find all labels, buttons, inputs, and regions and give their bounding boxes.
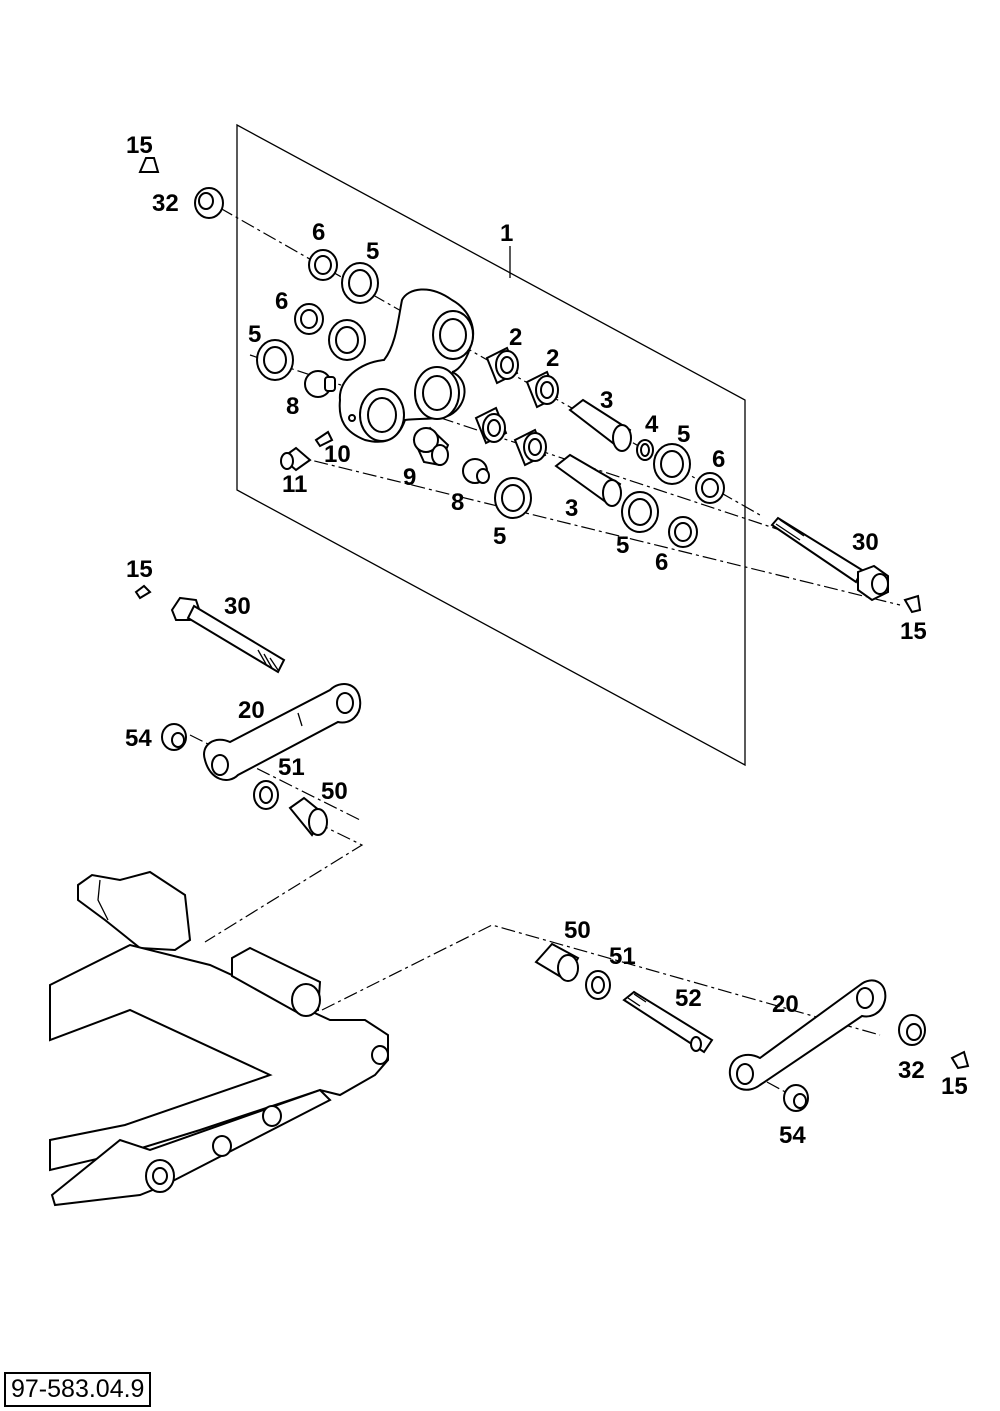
swingarm-frame: [49, 870, 389, 1207]
callout-51: 51: [278, 754, 305, 781]
part-9-bushing: [412, 426, 450, 467]
callout-11: 11: [282, 471, 307, 498]
part-5-seal: [621, 491, 659, 533]
callout-2: 2: [546, 345, 559, 372]
part-54-nut: [783, 1084, 809, 1112]
callout-8: 8: [451, 489, 464, 516]
callout-3: 3: [600, 387, 613, 414]
callout-2: 2: [509, 324, 522, 351]
callout-15: 15: [126, 132, 153, 159]
callout-5: 5: [366, 238, 379, 265]
part-1-rocker-body: [338, 288, 475, 443]
part-3-sleeve: [554, 453, 622, 507]
part-20-link: [203, 683, 362, 781]
callout-4: 4: [645, 411, 659, 438]
part-20-link: [728, 979, 887, 1091]
part-4-ring: [636, 439, 654, 461]
part-2-needle-bearing: [485, 346, 519, 385]
part-15-cap: [138, 157, 160, 173]
callout-20: 20: [238, 697, 265, 724]
part-5-seal: [653, 443, 691, 485]
callout-5: 5: [248, 321, 261, 348]
callout-51: 51: [609, 943, 636, 970]
diagram-reference-number: 97-583.04.9: [4, 1372, 152, 1407]
callout-6: 6: [275, 288, 288, 315]
callout-54: 54: [779, 1122, 806, 1149]
part-6-spacer: [695, 472, 725, 504]
part-2-needle-bearing: [513, 428, 547, 467]
callout-5: 5: [493, 523, 506, 550]
part-30-bolt: [170, 596, 286, 674]
part-11-cap: [280, 446, 312, 472]
callout-52: 52: [675, 985, 702, 1012]
part-51-ring: [585, 970, 611, 1000]
part-32-nut: [898, 1014, 926, 1046]
part-51-ring: [253, 780, 279, 810]
part-3-sleeve: [568, 398, 632, 452]
callout-3: 3: [565, 495, 578, 522]
assembly-frame: [236, 123, 746, 767]
part-15-cap: [903, 594, 922, 614]
callout-6: 6: [712, 446, 725, 473]
callout-50: 50: [564, 917, 591, 944]
part-52-bolt: [622, 990, 714, 1054]
part-8-bushing: [462, 458, 490, 484]
part-8-bushing: [304, 370, 336, 398]
part-2-needle-bearing: [474, 406, 508, 445]
callout-20: 20: [772, 991, 799, 1018]
part-5-seal: [328, 319, 366, 361]
callout-30: 30: [224, 593, 251, 620]
callout-32: 32: [152, 190, 179, 217]
callout-8: 8: [286, 393, 299, 420]
callout-15: 15: [941, 1073, 968, 1100]
callout-5: 5: [616, 532, 629, 559]
callout-5: 5: [677, 421, 690, 448]
part-15-cap: [950, 1050, 970, 1070]
callout-50: 50: [321, 778, 348, 805]
part-6-spacer: [308, 249, 338, 281]
part-32-nut: [194, 187, 224, 219]
callout-15: 15: [900, 618, 927, 645]
callout-30: 30: [852, 529, 879, 556]
callout-1: 1: [500, 220, 513, 247]
part-5-seal: [341, 262, 379, 304]
part-30-bolt: [770, 516, 889, 602]
callout-9: 9: [403, 464, 416, 491]
part-54-nut: [161, 723, 187, 751]
callout-15: 15: [126, 556, 153, 583]
part-10-grease-nipple: [314, 430, 334, 448]
callout-6: 6: [312, 219, 325, 246]
part-6-spacer: [668, 516, 698, 548]
part-5-seal: [494, 477, 532, 519]
part-50-bushing: [534, 942, 580, 982]
part-15-cap: [134, 584, 152, 600]
callout-6: 6: [655, 549, 668, 576]
part-6-spacer: [294, 303, 324, 335]
part-2-needle-bearing: [525, 370, 559, 409]
part-5-seal: [256, 339, 294, 381]
callout-10: 10: [324, 441, 351, 468]
callout-32: 32: [898, 1057, 925, 1084]
part-50-bushing: [288, 796, 328, 837]
callout-54: 54: [125, 725, 152, 752]
